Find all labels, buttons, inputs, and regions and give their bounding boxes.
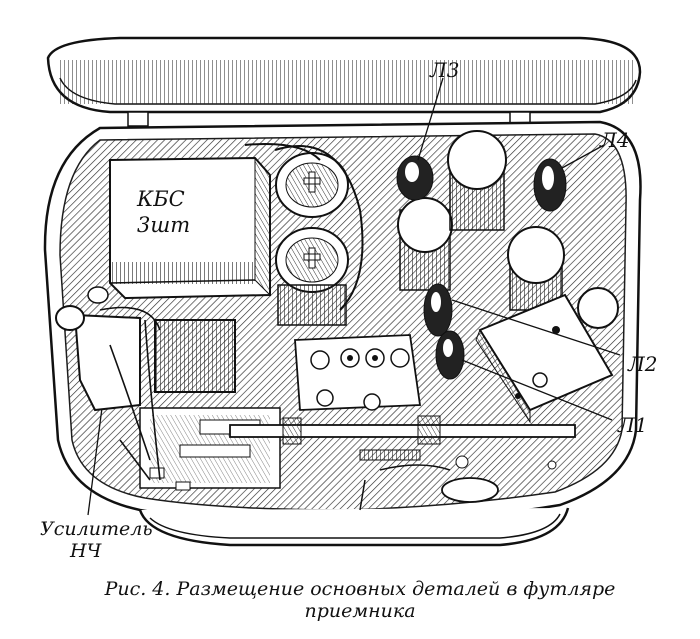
amplifier-label-line1: Усилитель (40, 518, 153, 540)
tube-label-l1: Л1 (618, 413, 648, 437)
tubes (396, 155, 567, 380)
tube-label-l2: Л2 (628, 352, 658, 376)
amplifier-label-line2: НЧ (70, 540, 102, 562)
tube-label-l4: Л4 (600, 128, 630, 152)
battery-box (109, 156, 271, 300)
leader-lines (87, 77, 621, 516)
tuning-shaft (229, 415, 576, 511)
battery-label-line2: 3шт (137, 213, 191, 237)
figure-caption: Рис. 4. Размещение основных деталей в фу… (40, 578, 680, 622)
caption-line-1: Рис. 4. Размещение основных деталей в фу… (104, 578, 616, 600)
tuning-plate (475, 293, 614, 424)
case-lid (46, 36, 642, 127)
terminal-strip (294, 334, 422, 411)
tube-label-l3: Л3 (430, 58, 460, 82)
capacitors (244, 143, 364, 326)
caption-line-2: приемника (304, 600, 416, 622)
if-cans (397, 130, 619, 329)
battery-label-line1: КБС (137, 187, 185, 211)
